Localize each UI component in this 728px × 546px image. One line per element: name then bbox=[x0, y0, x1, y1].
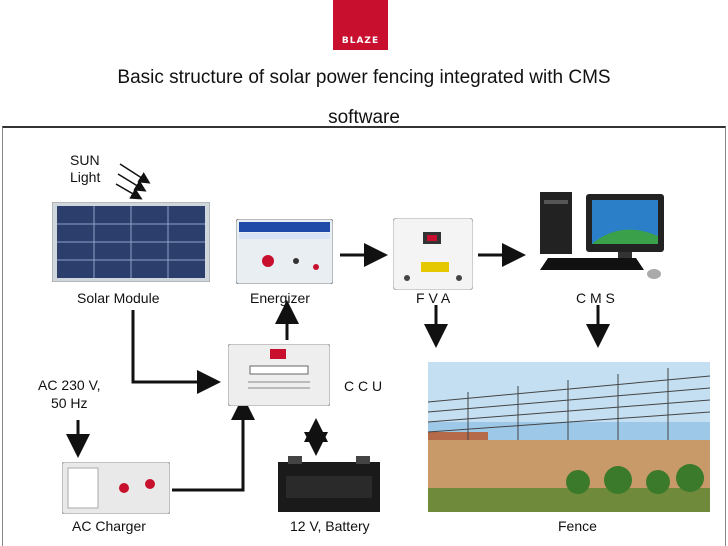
brand-logo: BLAZE bbox=[333, 0, 388, 50]
cms-computer-image bbox=[540, 190, 670, 285]
battery-label: 12 V, Battery bbox=[290, 518, 370, 534]
energizer-image bbox=[235, 218, 334, 285]
solar-module-image bbox=[51, 201, 211, 283]
arrow-solar-ccu bbox=[131, 310, 221, 394]
diagram-frame bbox=[2, 126, 726, 546]
fva-label: F V A bbox=[416, 290, 451, 306]
title-line-2: software bbox=[328, 107, 400, 128]
title-line-1: Basic structure of solar power fencing i… bbox=[117, 67, 611, 88]
sun-light-label: SUN Light bbox=[70, 152, 101, 185]
fence-photo bbox=[427, 362, 711, 512]
solar-module-label: Solar Module bbox=[77, 290, 160, 306]
sun-rays-icon bbox=[115, 163, 151, 200]
energizer-label: Energizer bbox=[250, 290, 310, 306]
cms-label: C M S bbox=[576, 290, 615, 306]
ac-input-label: AC 230 V, 50 Hz bbox=[38, 377, 101, 411]
ccu-image bbox=[227, 343, 331, 407]
ac-charger-label: AC Charger bbox=[72, 518, 146, 534]
arrow-charger-ccu bbox=[172, 396, 255, 492]
slide-title: Basic structure of solar power fencing i… bbox=[0, 58, 728, 138]
fva-image bbox=[392, 217, 474, 291]
ccu-label: C C U bbox=[344, 378, 383, 394]
fence-label: Fence bbox=[558, 518, 597, 534]
battery-image bbox=[278, 456, 380, 512]
ac-charger-image bbox=[61, 461, 171, 515]
